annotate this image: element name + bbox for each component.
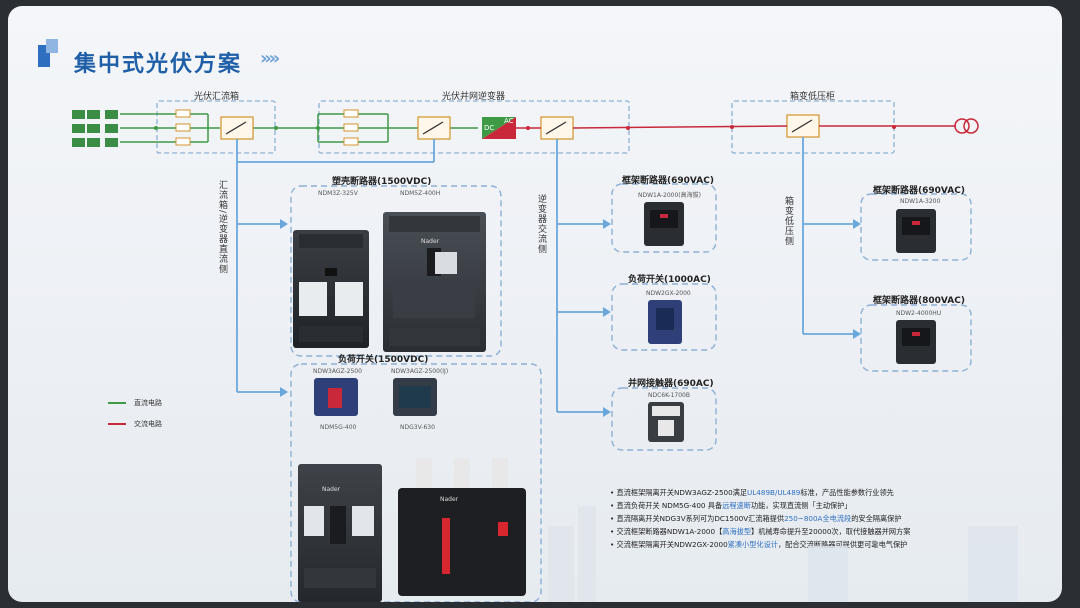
load-switch-model-bottom-1: NDM5G-400 [320, 424, 357, 431]
ndw2-4000hu-image [896, 320, 936, 364]
ndg3v-630-image: Nader [398, 458, 526, 602]
acb-690-right-title: 框架断路器(690VAC) [873, 186, 965, 196]
acb-690-right-model: NDW1A-3200 [900, 198, 941, 205]
ndc6k-1700b-image [648, 402, 684, 442]
title-logo-icon [38, 39, 58, 67]
mccb-model-1: NDM3Z-325V [318, 190, 358, 197]
load-switch-model-top-1: NDW3AGZ-2500 [313, 368, 362, 375]
skyline-decoration [548, 506, 1018, 602]
contactor-title: 并网接触器(690AC) [628, 379, 714, 389]
feature-item: • 直流隔离开关NDG3V系列可为DC1500V汇流箱提供250~800A全电流… [610, 514, 902, 523]
acb-690-model: NDW1A-2000(高海拔) [638, 192, 701, 199]
mccb-325v-image [293, 230, 369, 348]
dc-line-swatch [108, 402, 126, 404]
load-1000-title: 负荷开关(1000AC) [628, 275, 711, 285]
acb-690-title: 框架断路器(690VAC) [622, 176, 714, 186]
legend: 直流电路 交流电路 [108, 398, 162, 429]
load-switch-model-bottom-2: NDG3V-630 [400, 424, 435, 431]
title-chevron-icon: »» [260, 48, 280, 69]
ndw1a-3200-image [896, 209, 936, 253]
dc-side-label: 汇流箱/逆变器直流侧 [217, 180, 227, 275]
box-transformer-label: 箱变低压柜 [790, 92, 836, 102]
ndm5g-400-image: Nader [298, 464, 382, 602]
legend-item-dc: 直流电路 [108, 398, 162, 408]
load-switch-model-top-2: NDW3AGZ-2500(IJ) [391, 368, 449, 375]
feature-item: • 直流框架隔离开关NDW3AGZ-2500满足UL489B/UL489标准，产… [610, 488, 894, 497]
ac-side-label: 逆变器交流侧 [536, 194, 546, 254]
page-title: 集中式光伏方案 [74, 52, 243, 77]
load-1000-model: NDW2GX-2000 [646, 290, 691, 297]
acb-800-title: 框架断路器(800VAC) [873, 296, 965, 306]
solar-panel-icon [72, 110, 118, 147]
feature-item: • 交流框架断路器NDW1A-2000【高海拔型】机械寿命提升至20000次，取… [610, 527, 911, 536]
inverter-label: 光伏并网逆变器 [442, 92, 506, 102]
combiner-box-label: 光伏汇流箱 [194, 92, 240, 102]
lv-side-label: 箱变低压侧 [783, 196, 793, 246]
dc-label: DC [484, 124, 495, 132]
ndw1a-2000-image [644, 202, 684, 246]
load-switch-title: 负荷开关(1500VDC) [338, 355, 429, 365]
ac-line-swatch [108, 423, 126, 425]
ndw2gx-2000-image [648, 300, 682, 344]
ndw3agz-image [314, 378, 358, 416]
ac-label: AC [504, 117, 514, 125]
legend-item-ac: 交流电路 [108, 419, 162, 429]
ndw3agz-ij-image [393, 378, 437, 416]
mccb-model-2: NDM5Z-400H [400, 190, 441, 197]
acb-800-model: NDW2-4000HU [896, 310, 942, 317]
contactor-model: NDC6K-1700B [648, 392, 690, 399]
mccb-400h-image: Nader [383, 212, 486, 352]
mccb-title: 塑壳断路器(1500VDC) [332, 177, 432, 187]
feature-item: • 交流框架隔离开关NDW2GX-2000紧凑小型化设计，配合交流断路器可提供更… [610, 540, 908, 549]
feature-item: • 直流负荷开关 NDM5G-400 具备远程速断功能，实现直流侧「主动保护」 [610, 501, 852, 510]
circuit-diagram [72, 100, 979, 602]
display-board: 集中式光伏方案 »» [8, 6, 1062, 602]
feature-list: • 直流框架隔离开关NDW3AGZ-2500满足UL489B/UL489标准，产… [610, 486, 910, 551]
